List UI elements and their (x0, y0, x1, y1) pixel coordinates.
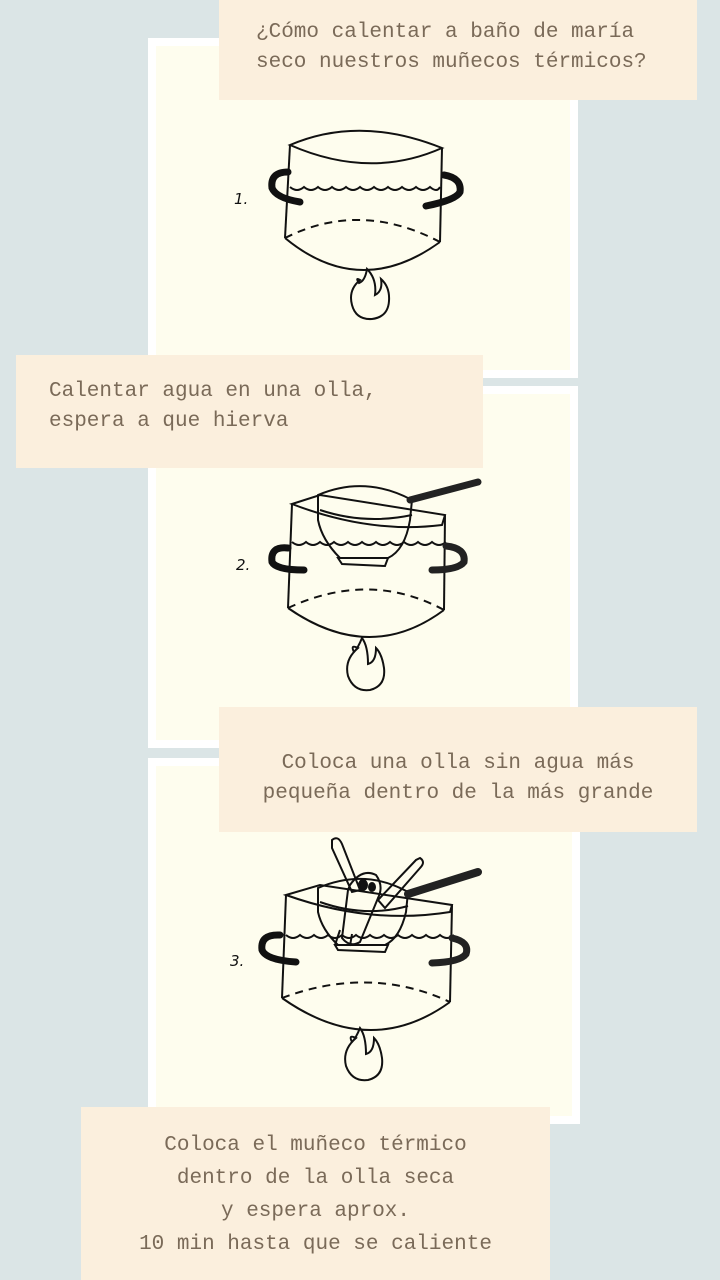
step-1-number: 1. (234, 190, 248, 208)
step-3-illustration: 3. (220, 830, 500, 1110)
small-pot-inside-big-pot-on-flame-icon: 2. (236, 478, 482, 692)
step-3-caption-line-4: 10 min hasta que se caliente (139, 1233, 492, 1256)
step-1-caption-line-1: Calentar agua en una olla, (49, 380, 377, 403)
step-1-caption-line-2: espera a que hierva (49, 410, 289, 433)
title-line-1: ¿Cómo calentar a baño de maría (256, 21, 635, 44)
step-1-caption: Calentar agua en una olla, espera a que … (16, 355, 483, 468)
step-1-card-inner (156, 46, 570, 370)
step-3-caption-line-2: dentro de la olla seca (176, 1167, 455, 1190)
step-3-caption: Coloca el muñeco térmico dentro de la ol… (81, 1107, 550, 1280)
title-label: ¿Cómo calentar a baño de maría seco nues… (219, 0, 697, 100)
step-2-caption: Coloca una olla sin agua más pequeña den… (219, 707, 697, 832)
thermal-doll-in-pot-on-flame-icon: 3. (230, 837, 482, 1082)
pot-with-water-on-flame-icon: 1. (234, 129, 464, 321)
step-1-illustration: 1. (220, 110, 480, 350)
title-line-2: seco nuestros muñecos térmicos? (256, 51, 647, 74)
step-3-number: 3. (230, 952, 244, 970)
step-3-caption-line-1: Coloca el muñeco térmico (164, 1134, 467, 1157)
step-2-caption-line-2: pequeña dentro de la más grande (262, 782, 654, 805)
step-2-caption-line-1: Coloca una olla sin agua más (281, 752, 635, 775)
step-3-caption-line-3: y espera aprox. (220, 1200, 411, 1223)
step-2-illustration: 2. (220, 470, 500, 710)
step-2-number: 2. (236, 556, 250, 574)
